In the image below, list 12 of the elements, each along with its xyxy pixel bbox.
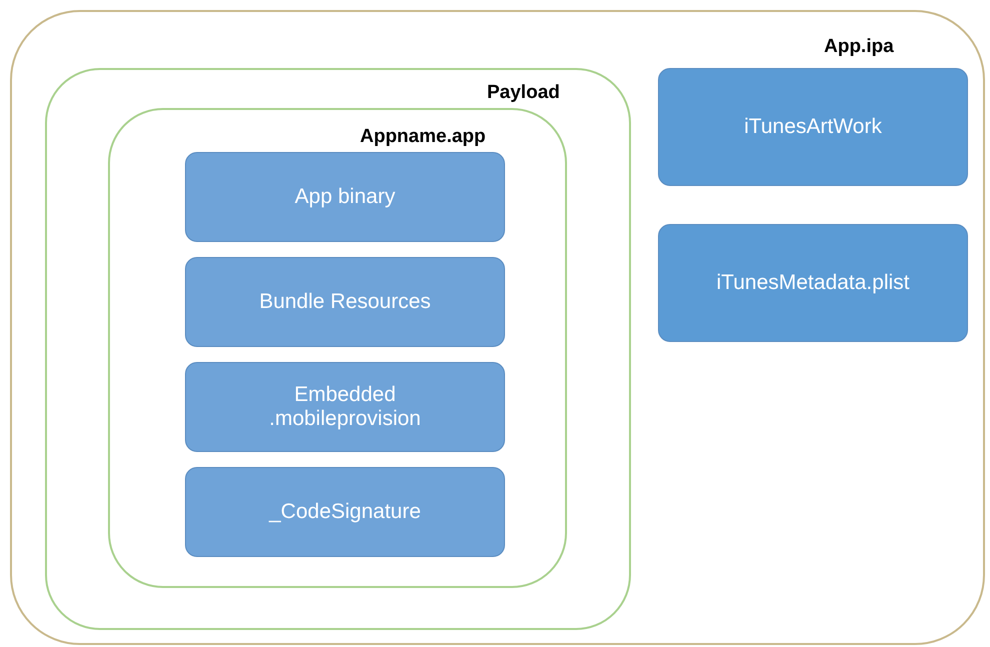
file-box: _CodeSignature <box>185 467 505 557</box>
file-box: Embedded .mobileprovision <box>185 362 505 452</box>
container-title: Appname.app <box>360 126 486 148</box>
folder-container <box>10 10 985 645</box>
file-box: iTunesArtWork <box>658 68 968 186</box>
file-box: Bundle Resources <box>185 257 505 347</box>
folder-container <box>108 108 567 588</box>
container-title: Payload <box>487 82 560 104</box>
folder-container <box>45 68 631 630</box>
file-box: App binary <box>185 152 505 242</box>
container-title: App.ipa <box>824 36 894 58</box>
file-box: iTunesMetadata.plist <box>658 224 968 342</box>
